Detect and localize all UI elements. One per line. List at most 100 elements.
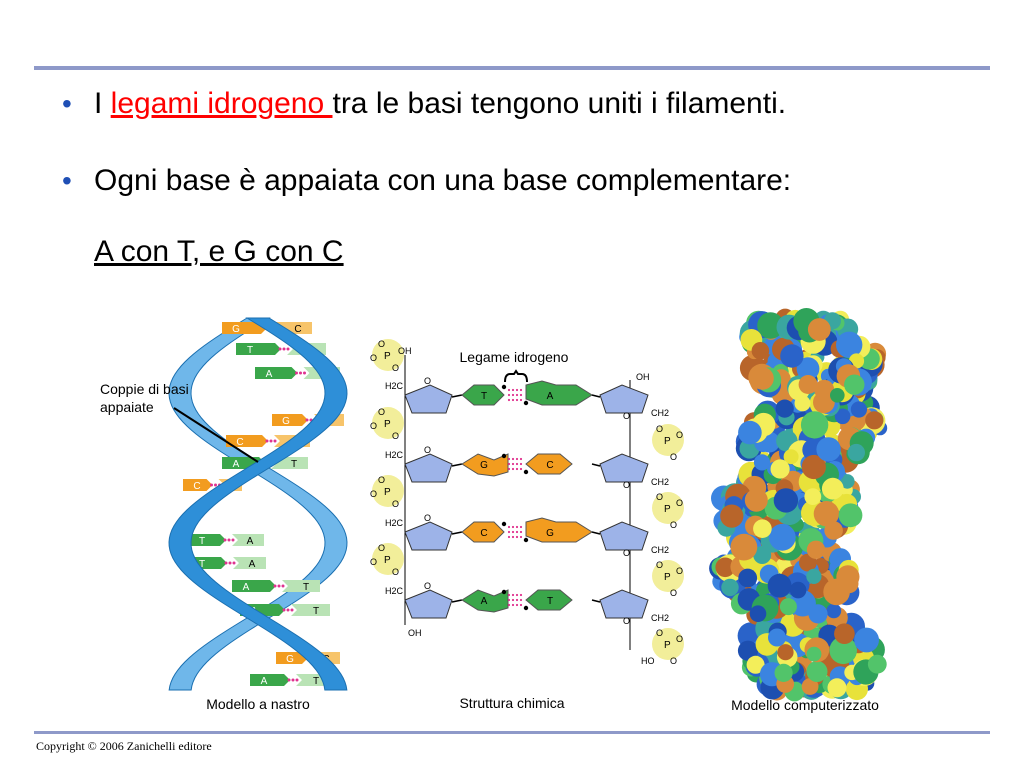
hbond-dot xyxy=(511,593,515,597)
chemical-structure: POOOPOOOPOOOPOOOOHOHPOOOPOOOPOOOPOOOOHHO… xyxy=(370,339,684,666)
atom-sphere xyxy=(757,312,784,339)
hbond-dot xyxy=(507,398,511,402)
computer-caption: Modello computerizzato xyxy=(731,697,879,713)
hbond-dot xyxy=(305,418,309,422)
base-right-label: C xyxy=(294,324,301,335)
hbond-dot xyxy=(519,525,523,529)
pointer-label-1: Coppie di basi xyxy=(100,381,189,397)
atom-sphere xyxy=(801,454,826,480)
base-right xyxy=(282,580,320,592)
base-left xyxy=(232,580,276,592)
hbond-dot xyxy=(519,462,523,466)
hbond-dot xyxy=(507,530,511,534)
copyright-footer: Copyright © 2006 Zanichelli editore xyxy=(36,739,212,753)
base-left-label: G xyxy=(286,654,294,665)
atom-sphere xyxy=(737,640,759,661)
hbond-dot xyxy=(515,398,519,402)
bullet-2-text: Ogni base è appaiata con una base comple… xyxy=(94,164,792,197)
phosphate-o-label: O xyxy=(370,421,377,431)
phosphate-o-label: O xyxy=(392,567,399,577)
base-right-label: T xyxy=(547,596,553,607)
sugar-o-label: O xyxy=(623,480,630,490)
atom-sphere xyxy=(720,504,744,528)
pointer-line xyxy=(173,407,259,463)
atom-sphere xyxy=(823,578,850,606)
atom-sphere xyxy=(806,540,826,559)
atom-sphere xyxy=(834,623,855,644)
oh-label: OH xyxy=(408,628,422,638)
base-left-label: C xyxy=(236,437,243,448)
hbond-dot xyxy=(223,538,227,542)
atom-sphere xyxy=(730,533,758,561)
base-left xyxy=(222,322,267,334)
atom-sphere xyxy=(783,449,799,465)
glycosidic-bond xyxy=(451,463,463,467)
hbond-dot xyxy=(224,561,228,565)
atom-sphere xyxy=(779,598,797,616)
hbond-dot xyxy=(511,457,515,461)
oh-label: OH xyxy=(636,372,650,382)
phosphate-right xyxy=(652,492,684,524)
atom-sphere xyxy=(721,578,739,597)
hbond-dot xyxy=(507,457,511,461)
atom-sphere xyxy=(816,437,841,462)
atom-sphere xyxy=(865,411,884,430)
atom-sphere xyxy=(800,411,829,439)
atom-sphere xyxy=(838,503,863,528)
atom-sphere xyxy=(821,477,844,500)
phosphate-p-label: P xyxy=(664,504,671,515)
hbond-dot xyxy=(507,593,511,597)
atom-sphere xyxy=(840,474,855,489)
ch2-label: CH2 xyxy=(651,545,669,555)
glycosidic-bond xyxy=(591,394,601,398)
phosphate-o-label: O xyxy=(370,557,377,567)
sugar-right xyxy=(599,589,649,619)
glycosidic-bond xyxy=(451,394,463,398)
base-right-label: A xyxy=(547,391,554,402)
hbond-dot xyxy=(515,467,519,471)
atom-sphere xyxy=(749,605,767,622)
chemical-caption: Struttura chimica xyxy=(459,695,564,711)
atom-sphere xyxy=(801,678,819,695)
ch2-label: CH2 xyxy=(651,408,669,418)
phosphate-o-label: O xyxy=(656,628,663,638)
phosphate-o-label: O xyxy=(370,353,377,363)
base-left-label: G xyxy=(282,416,290,427)
base-left-shape xyxy=(461,589,509,613)
hbond-dot xyxy=(273,439,277,443)
computer-model xyxy=(709,308,888,702)
phosphate-o-label: O xyxy=(370,489,377,499)
phosphate-o-label: O xyxy=(656,424,663,434)
atom-dot xyxy=(523,469,529,475)
phosphate-o-label: O xyxy=(378,407,385,417)
phosphate-left xyxy=(372,339,404,371)
hbond-dot xyxy=(265,439,269,443)
bullet-dot: • xyxy=(62,165,72,196)
hbond-dot xyxy=(519,603,523,607)
hbond-dot xyxy=(287,678,291,682)
hbond-dot xyxy=(277,584,281,588)
atom-sphere xyxy=(744,488,768,512)
phosphate-p-label: P xyxy=(384,419,391,430)
phosphate-o-label: O xyxy=(656,560,663,570)
phosphate-p-label: P xyxy=(664,640,671,651)
hbond-dot xyxy=(511,467,515,471)
phosphate-o-label: O xyxy=(670,520,677,530)
base-left-label: T xyxy=(199,559,205,570)
bottom-rule xyxy=(34,731,990,734)
atom-sphere xyxy=(834,408,851,425)
base-left-label: G xyxy=(232,324,240,335)
atom-sphere xyxy=(751,367,774,390)
phosphate-right xyxy=(652,628,684,660)
base-left-label: A xyxy=(266,369,273,380)
oh-label: OH xyxy=(398,346,412,356)
hbond-dot xyxy=(273,584,277,588)
base-right-shape xyxy=(525,589,573,611)
atom-sphere xyxy=(768,523,796,551)
sugar-o-label: O xyxy=(424,376,431,386)
base-left-shape xyxy=(461,384,505,406)
phosphate-o-label: O xyxy=(656,492,663,502)
phosphate-left xyxy=(372,475,404,507)
phosphate-o-label: O xyxy=(670,452,677,462)
